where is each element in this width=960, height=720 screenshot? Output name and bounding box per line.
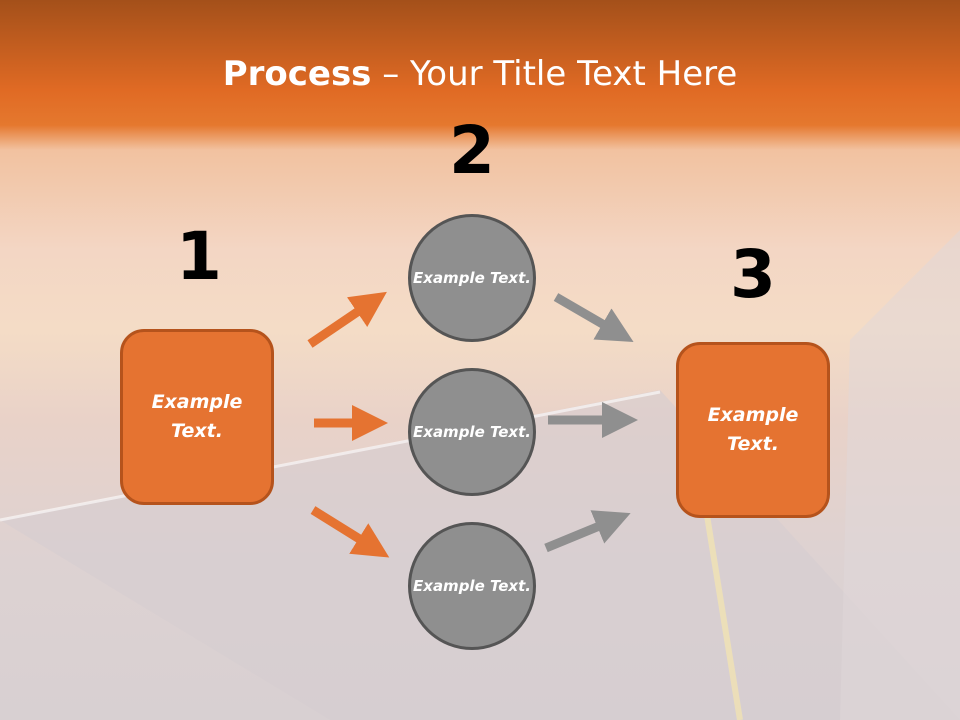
step-2-circle-bottom: Example Text. [408, 522, 536, 650]
step-number-2: 2 [449, 112, 495, 189]
step-number-1: 1 [176, 218, 222, 295]
arrow-1-to-bottom [310, 506, 390, 558]
step-number-3: 3 [730, 236, 776, 313]
step-2-circle-middle: Example Text. [408, 368, 536, 496]
step-1-box: Example Text. [120, 329, 274, 505]
step-3-box: Example Text. [676, 342, 830, 518]
slide-title: Process – Your Title Text Here [0, 54, 960, 94]
arrow-top-to-3 [553, 293, 634, 343]
arrow-bottom-to-3 [544, 510, 631, 553]
title-bold: Process [222, 54, 372, 94]
step-2-circle-top: Example Text. [408, 214, 536, 342]
arrow-1-to-top [307, 291, 387, 348]
title-rest: – Your Title Text Here [371, 54, 738, 94]
